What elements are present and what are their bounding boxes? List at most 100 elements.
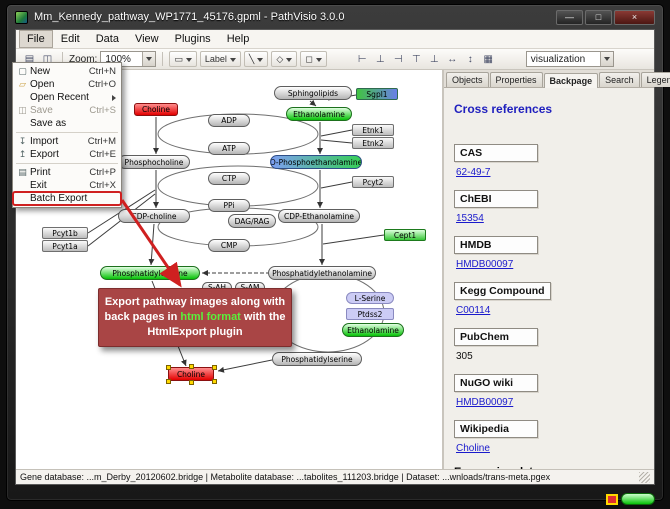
menu-view[interactable]: View — [134, 33, 159, 45]
pathway-node-cdp-ethanolamine[interactable]: CDP-Ethanolamine — [278, 209, 360, 223]
datanode-tool[interactable]: ▭ — [169, 51, 197, 67]
pathway-node-dag-rag[interactable]: DAG/RAG — [228, 214, 276, 228]
selection-handle[interactable] — [166, 379, 171, 384]
xref-link[interactable]: HMDB00097 — [456, 397, 514, 408]
line-tool[interactable]: ╲ — [243, 51, 269, 67]
chevron-down-icon[interactable] — [142, 52, 156, 66]
callout-text-after: with the HtmlExport plugin — [147, 310, 286, 338]
menu-item-save-as[interactable]: Save as — [13, 117, 121, 130]
tab-legend[interactable]: Legend — [640, 72, 670, 87]
pathway-node-ethanolamine[interactable]: Ethanolamine — [342, 323, 404, 337]
xref-link[interactable]: 15354 — [456, 213, 484, 224]
pathway-node-ethanolamine[interactable]: Ethanolamine — [286, 107, 352, 121]
menu-plugins[interactable]: Plugins — [174, 33, 211, 45]
pathway-edge[interactable] — [148, 223, 155, 266]
pathway-node-o-phosphoethanolamine[interactable]: O-Phosphoethanolamine — [270, 155, 362, 169]
tab-search[interactable]: Search — [599, 72, 640, 87]
xref-link[interactable]: HMDB00097 — [456, 259, 514, 270]
xref-link[interactable]: 62-49-7 — [456, 167, 491, 178]
pathway-node-pcyt1a[interactable]: Pcyt1a — [42, 240, 88, 252]
pathway-node-cept1[interactable]: Cept1 — [384, 229, 426, 241]
save-icon[interactable]: ◫ — [42, 53, 53, 65]
label-tool[interactable]: Label — [199, 51, 241, 67]
pathway-node-phosphocholine[interactable]: Phosphocholine — [118, 155, 190, 169]
pathway-edge[interactable] — [217, 359, 273, 373]
minimize-button[interactable]: — — [556, 9, 583, 25]
xref-link[interactable]: C00114 — [456, 305, 491, 316]
pathway-node-etnk2[interactable]: Etnk2 — [352, 137, 394, 149]
template-tool-glyph: ◻ — [305, 53, 313, 64]
pathway-node-sphingolipids[interactable]: Sphingolipids — [274, 86, 352, 100]
pathway-edge[interactable] — [320, 139, 353, 144]
pathway-node-choline[interactable]: Choline — [166, 364, 217, 385]
selection-handle[interactable] — [189, 380, 194, 385]
pathway-node-cmp[interactable]: CMP — [208, 239, 250, 252]
menu-separator — [16, 132, 118, 133]
menu-file[interactable]: File — [19, 30, 53, 48]
pathway-node-adp[interactable]: ADP — [208, 114, 250, 127]
selection-handle[interactable] — [212, 365, 217, 370]
pathway-node-ctp[interactable]: CTP — [208, 172, 250, 185]
pathway-node-sgpl1[interactable]: Sgpl1 — [356, 88, 398, 100]
resize-grip-icon[interactable] — [639, 471, 650, 483]
align-bottom-icon[interactable]: ⊥ — [429, 53, 439, 65]
close-button[interactable]: × — [614, 9, 655, 25]
xref-value: C00114 — [456, 305, 644, 316]
menu-item-batch-export[interactable]: Batch Export — [12, 191, 122, 206]
pathway-edge[interactable] — [322, 234, 385, 245]
menu-data[interactable]: Data — [95, 33, 119, 45]
pathway-edge[interactable] — [320, 181, 353, 189]
stack-icon[interactable]: ▦ — [483, 53, 493, 65]
align-left-icon[interactable]: ⊢ — [357, 53, 367, 65]
align-center-icon[interactable]: ⊥ — [375, 53, 385, 65]
template-tool[interactable]: ◻ — [300, 51, 327, 67]
chevron-down-icon — [185, 54, 192, 64]
toolbar: ▤◫ Zoom: 100% ▭Label╲◇◻ ⊢⊥⊣⊤⊥↔↕▦ visuali… — [16, 49, 654, 70]
pathway-node-ptdss2[interactable]: Ptdss2 — [346, 308, 394, 320]
pathway-edge[interactable] — [320, 129, 353, 137]
pathway-node-atp[interactable]: ATP — [208, 142, 250, 155]
align-top-icon[interactable]: ⊤ — [411, 53, 421, 65]
toolbar-tools: ▭Label╲◇ ◻ — [169, 51, 327, 67]
menu-edit[interactable]: Edit — [60, 33, 80, 45]
chevron-down-icon[interactable] — [599, 52, 613, 66]
maximize-button[interactable]: □ — [585, 9, 612, 25]
pathway-node-choline[interactable]: Choline — [134, 103, 178, 116]
pathway-node-etnk1[interactable]: Etnk1 — [352, 124, 394, 136]
menu-help[interactable]: Help — [226, 33, 250, 45]
visualization-combobox[interactable]: visualization — [525, 51, 614, 67]
pathway-node-cdp-choline[interactable]: CDP-choline — [118, 209, 190, 223]
new-file-icon[interactable]: ▤ — [24, 53, 35, 65]
pathway-node-phosphatidylethanolamine[interactable]: Phosphatidylethanolamine — [268, 266, 376, 280]
pathway-node-pcyt2[interactable]: Pcyt2 — [352, 176, 394, 188]
pathway-node-ppi[interactable]: PPi — [208, 199, 250, 212]
same-height-icon[interactable]: ↕ — [467, 53, 473, 65]
pathway-node-pcyt1b[interactable]: Pcyt1b — [42, 227, 88, 239]
tab-backpage[interactable]: Backpage — [543, 73, 599, 88]
selection-handle[interactable] — [189, 364, 194, 369]
selection-handle[interactable] — [212, 379, 217, 384]
tab-objects[interactable]: Objects — [446, 72, 489, 87]
pathway-node-l-serine[interactable]: L-Serine — [346, 292, 394, 304]
pathway-edge[interactable] — [309, 99, 317, 107]
same-width-icon[interactable]: ↔ — [447, 53, 458, 65]
align-right-icon[interactable]: ⊣ — [393, 53, 403, 65]
shape-tool[interactable]: ◇ — [271, 51, 298, 67]
xref-link[interactable]: Choline — [456, 443, 490, 454]
menu-item-open-recent[interactable]: Open Recent — [13, 91, 121, 104]
selection-handle[interactable] — [166, 365, 171, 370]
pathway-node-phosphatidylcholine[interactable]: Phosphatidylcholine — [100, 266, 200, 280]
pathway-node-phosphatidylserine[interactable]: Phosphatidylserine — [272, 352, 362, 366]
tab-properties[interactable]: Properties — [489, 72, 543, 87]
cross-references-title: Cross references — [454, 102, 553, 116]
